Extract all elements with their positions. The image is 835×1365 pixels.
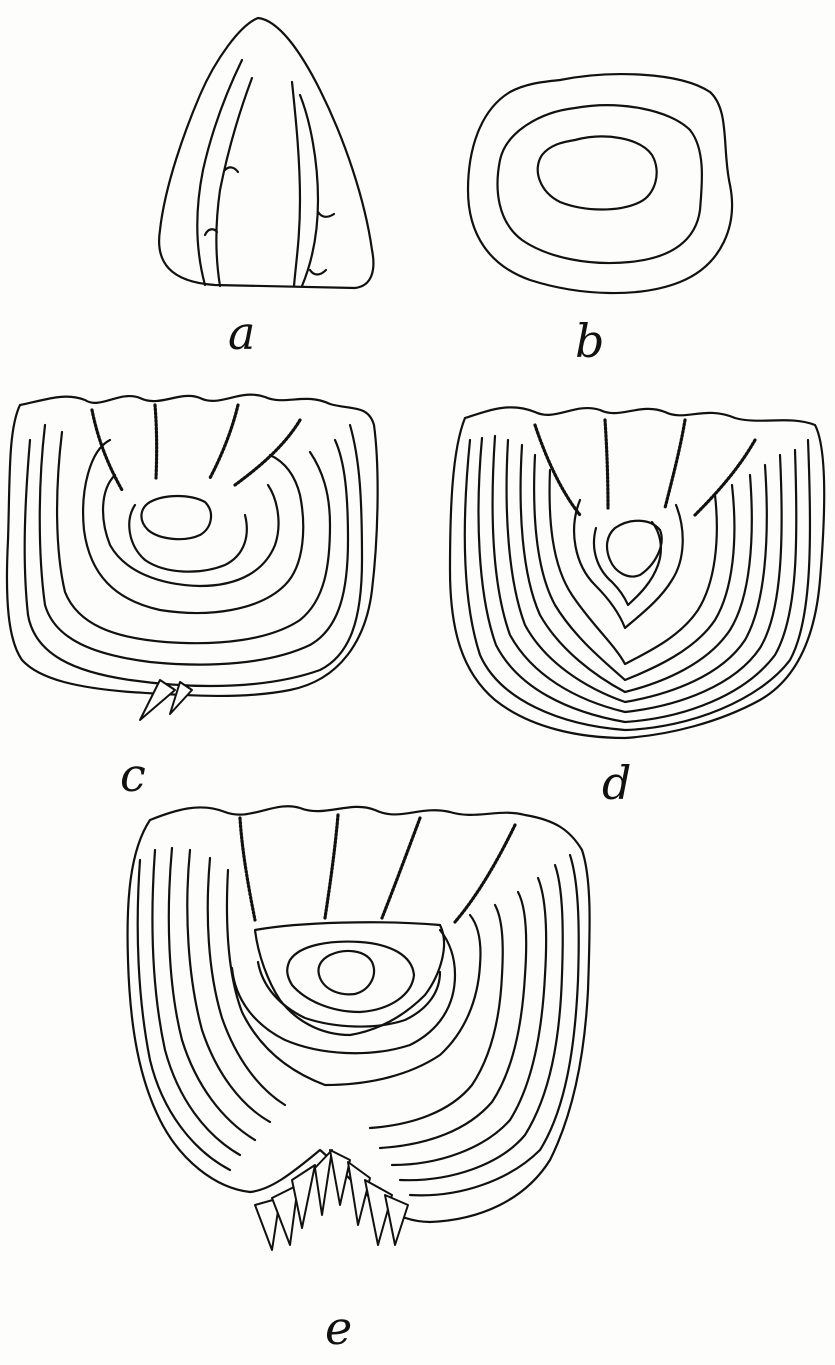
figure-label-a: a — [228, 310, 255, 356]
figure-e-ctenius-8 — [385, 1195, 408, 1245]
figure-d-ring-2 — [479, 438, 797, 722]
figure-b-ring-2-focus — [538, 136, 657, 209]
figure-d-ring-7 — [550, 470, 717, 664]
figure-a-ridge-1 — [197, 60, 242, 285]
figure-a-outline — [159, 18, 373, 288]
figure-e-inner-field — [255, 922, 444, 1035]
figure-c-scale — [7, 395, 378, 720]
figure-c-radial-groove-3 — [210, 405, 238, 478]
figure-e-ctenius-3 — [292, 1165, 315, 1228]
figure-a-ridge-tick-4 — [318, 212, 334, 217]
figure-label-d: d — [602, 760, 631, 806]
figure-d-ring-8 — [574, 500, 683, 628]
figure-e-radial-groove-3 — [382, 818, 420, 918]
figure-a-ridge-tick-1 — [205, 229, 217, 235]
figure-e-focus — [318, 951, 374, 994]
figure-d-focus — [607, 521, 662, 577]
figure-d-ring-9 — [594, 522, 661, 605]
figure-e-radial-groove-2 — [325, 815, 338, 918]
figure-e-ring-3 — [169, 848, 546, 1165]
figure-d-radial-groove-2 — [605, 420, 608, 508]
figure-b-outline — [468, 74, 732, 293]
figure-a-ridge-3 — [300, 95, 318, 286]
figure-label-b: b — [575, 318, 604, 364]
figure-c-outline — [7, 395, 378, 696]
figure-a-ridge-tick-2 — [310, 270, 326, 275]
figure-c-radial-groove-1 — [92, 410, 122, 490]
figure-label-e: e — [325, 1305, 352, 1351]
figure-c-radial-groove-2 — [155, 405, 157, 478]
figure-d-radial-groove-4 — [695, 440, 755, 515]
figure-a-scale — [159, 18, 373, 288]
figure-d-ring-3 — [493, 436, 782, 712]
figure-d-ring-1 — [465, 440, 810, 730]
figure-c-spine-2 — [170, 682, 192, 714]
figure-b-scale — [468, 74, 732, 293]
figure-a-ridge-tick-3 — [225, 167, 238, 172]
figure-d-ring-5 — [521, 445, 752, 692]
figure-e-ctenius-4 — [315, 1150, 332, 1215]
figure-b-ring-1 — [498, 105, 702, 263]
figure-d-radial-groove-1 — [535, 425, 580, 515]
figure-e-ring-1 — [138, 855, 579, 1195]
figure-c-ring-1 — [25, 425, 362, 686]
figure-a-ridge-4 — [292, 82, 300, 286]
figure-e-ring-2 — [152, 850, 562, 1180]
figure-label-c: c — [120, 752, 146, 798]
figure-e-scale — [128, 806, 590, 1250]
figure-c-focus — [141, 496, 211, 539]
figure-c-radial-groove-4 — [235, 420, 300, 485]
figure-e-radial-groove-4 — [455, 825, 515, 922]
figure-e-radial-groove-1 — [240, 818, 255, 920]
figure-d-scale — [450, 407, 824, 738]
figure-e-ctenius-5 — [330, 1150, 350, 1205]
figure-e-inner-ring — [287, 942, 414, 1012]
figure-c-ring-4 — [83, 440, 303, 613]
figure-d-radial-groove-3 — [665, 420, 685, 508]
